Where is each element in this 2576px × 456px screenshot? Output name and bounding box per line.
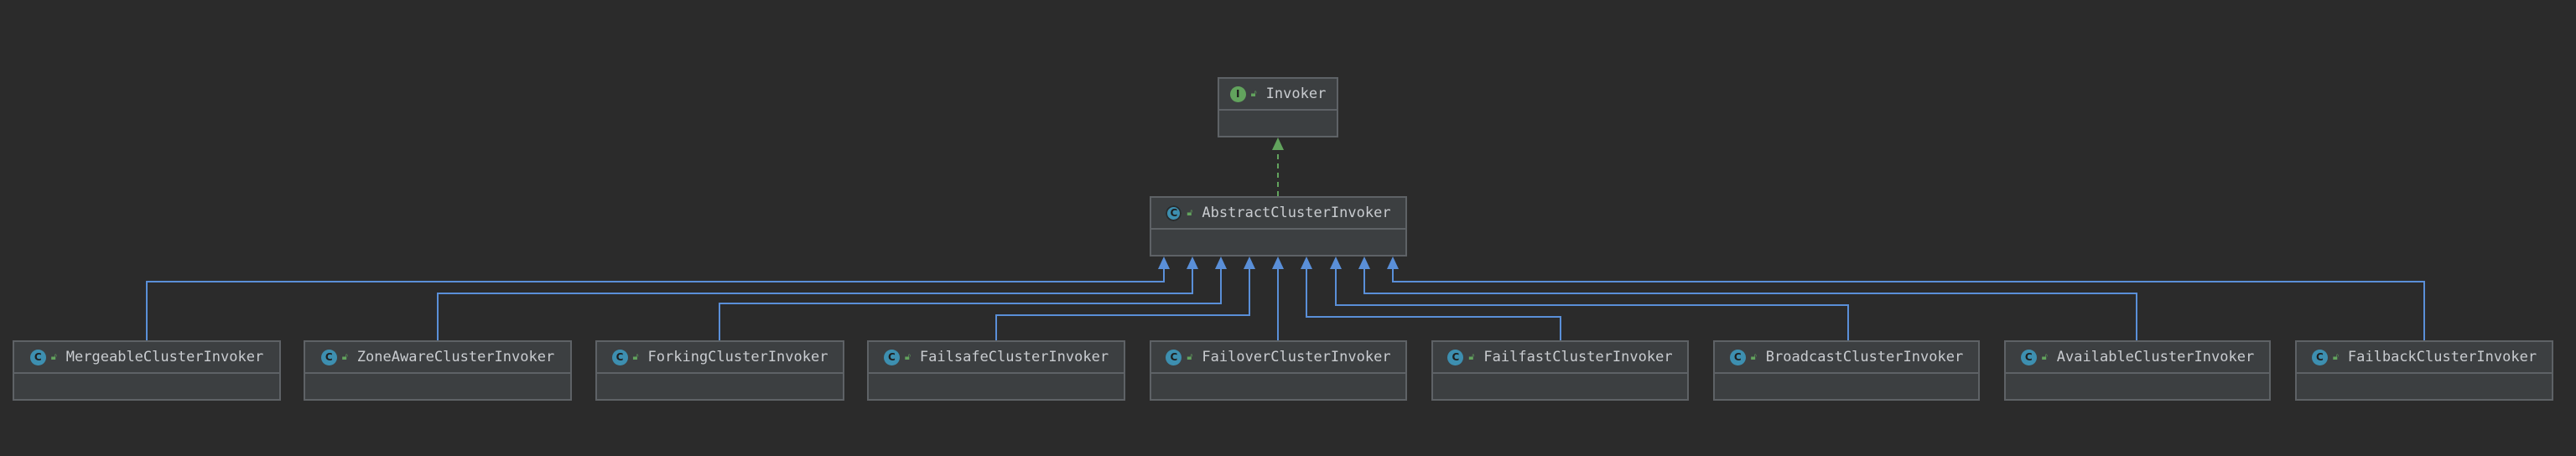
node-header: C 🔓︎ FailfastClusterInvoker [1433, 342, 1687, 374]
node-members [1151, 230, 1405, 255]
node-header: C 🔓︎ FailbackClusterInvoker [2297, 342, 2552, 374]
node-members [1715, 374, 1978, 399]
class-icon: C [29, 349, 46, 365]
extends-arrowhead [1187, 256, 1198, 269]
class-icon: C [1166, 349, 1182, 365]
node-members [1433, 374, 1687, 399]
node-members [14, 374, 279, 399]
node-title: FailoverClusterInvoker [1202, 349, 1391, 365]
public-visibility-icon: 🔓︎ [341, 351, 348, 362]
extends-arrowhead [1301, 256, 1312, 269]
public-visibility-icon: 🔓︎ [1250, 88, 1257, 99]
extends-arrowhead [1272, 256, 1284, 269]
extends-arrowhead [1244, 256, 1255, 269]
node-invoker-interface[interactable]: I 🔓︎ Invoker [1218, 77, 1338, 137]
node-header: C 🔓︎ FailsafeClusterInvoker [869, 342, 1124, 374]
node-members [305, 374, 570, 399]
node-members [2006, 374, 2269, 399]
node-header: C 🔓︎ ZoneAwareClusterInvoker [305, 342, 570, 374]
node-zone-aware-cluster-invoker[interactable]: C 🔓︎ ZoneAwareClusterInvoker [304, 340, 572, 401]
extends-edge [995, 269, 1250, 340]
node-members [1219, 111, 1337, 136]
interface-icon: I [1229, 86, 1246, 102]
node-title: FailfastClusterInvoker [1483, 349, 1673, 365]
extends-arrowhead [1387, 256, 1399, 269]
class-icon: C [611, 349, 628, 365]
public-visibility-icon: 🔓︎ [1187, 351, 1193, 362]
node-failsafe-cluster-invoker[interactable]: C 🔓︎ FailsafeClusterInvoker [867, 340, 1125, 401]
extends-arrowhead [1330, 256, 1342, 269]
extends-edge [1335, 269, 1849, 340]
node-header: C 🔓︎ FailoverClusterInvoker [1151, 342, 1405, 374]
node-header: C 🔓︎ MergeableClusterInvoker [14, 342, 279, 374]
extends-arrowhead [1215, 256, 1227, 269]
class-icon: C [2020, 349, 2037, 365]
class-icon: C [320, 349, 337, 365]
public-visibility-icon: 🔓︎ [1750, 351, 1757, 362]
class-icon: C [1729, 349, 1746, 365]
node-title: BroadcastClusterInvoker [1765, 349, 1964, 365]
public-visibility-icon: 🔓︎ [632, 351, 639, 362]
node-failfast-cluster-invoker[interactable]: C 🔓︎ FailfastClusterInvoker [1431, 340, 1689, 401]
node-failover-cluster-invoker[interactable]: C 🔓︎ FailoverClusterInvoker [1150, 340, 1407, 401]
public-visibility-icon: 🔓︎ [2041, 351, 2048, 362]
node-mergeable-cluster-invoker[interactable]: C 🔓︎ MergeableClusterInvoker [13, 340, 281, 401]
node-broadcast-cluster-invoker[interactable]: C 🔓︎ BroadcastClusterInvoker [1713, 340, 1980, 401]
class-icon: C [2311, 349, 2328, 365]
extends-arrowhead [1358, 256, 1370, 269]
node-members [869, 374, 1124, 399]
node-title: FailbackClusterInvoker [2347, 349, 2537, 365]
node-available-cluster-invoker[interactable]: C 🔓︎ AvailableClusterInvoker [2004, 340, 2271, 401]
public-visibility-icon: 🔓︎ [1187, 207, 1193, 218]
extends-arrowhead [1158, 256, 1170, 269]
extends-edge [146, 269, 1165, 340]
node-header: C 🔓︎ ForkingClusterInvoker [597, 342, 843, 374]
node-forking-cluster-invoker[interactable]: C 🔓︎ ForkingClusterInvoker [595, 340, 844, 401]
public-visibility-icon: 🔓︎ [50, 351, 57, 362]
public-visibility-icon: 🔓︎ [904, 351, 911, 362]
node-title: MergeableClusterInvoker [65, 349, 264, 365]
node-failback-cluster-invoker[interactable]: C 🔓︎ FailbackClusterInvoker [2295, 340, 2553, 401]
extends-edge [719, 269, 1222, 340]
node-title: ForkingClusterInvoker [647, 349, 828, 365]
node-header: C 🔓︎ AvailableClusterInvoker [2006, 342, 2269, 374]
node-title: AvailableClusterInvoker [2056, 349, 2255, 365]
node-title: Invoker [1265, 86, 1327, 102]
node-members [1151, 374, 1405, 399]
public-visibility-icon: 🔓︎ [1468, 351, 1475, 362]
public-visibility-icon: 🔓︎ [2332, 351, 2340, 362]
node-header: C 🔓︎ BroadcastClusterInvoker [1715, 342, 1978, 374]
extends-edge [1392, 269, 2425, 340]
class-icon: C [883, 349, 900, 365]
class-icon: C [1447, 349, 1464, 365]
extends-edge [1306, 269, 1561, 340]
node-title: ZoneAwareClusterInvoker [356, 349, 555, 365]
node-header: I 🔓︎ Invoker [1219, 79, 1337, 111]
node-title: AbstractClusterInvoker [1202, 205, 1391, 221]
implements-arrowhead [1272, 137, 1284, 150]
node-header: C 🔓︎ AbstractClusterInvoker [1151, 198, 1405, 230]
node-members [2297, 374, 2552, 399]
node-abstract-cluster-invoker[interactable]: C 🔓︎ AbstractClusterInvoker [1150, 196, 1407, 256]
abstract-class-icon: C [1166, 205, 1182, 221]
extends-edge [1363, 269, 2137, 340]
extends-edge [437, 269, 1193, 340]
node-members [597, 374, 843, 399]
node-title: FailsafeClusterInvoker [919, 349, 1109, 365]
